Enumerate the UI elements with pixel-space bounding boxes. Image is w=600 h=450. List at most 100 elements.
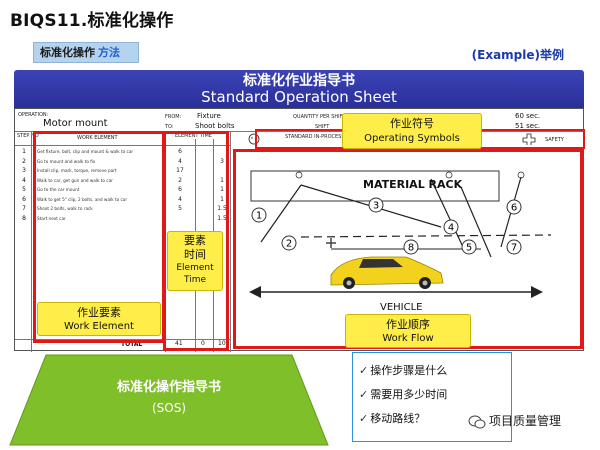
question-text: 移动路线？ bbox=[370, 412, 426, 425]
section-tag-method: 方法 bbox=[98, 46, 120, 59]
operation-sheet: OPERATION: Motor mount FROM: Fixture TO:… bbox=[14, 108, 585, 352]
work-element-row: Walk to car, get gun and walk to car bbox=[37, 177, 113, 183]
safety-cross-icon bbox=[522, 133, 536, 145]
operating-symbols-en: Operating Symbols bbox=[364, 133, 460, 144]
rack-symbol-icon bbox=[445, 171, 453, 179]
question-item: ✓需要用多少时间 bbox=[359, 383, 511, 407]
element-time-label: 要素 时间 Element Time bbox=[167, 231, 223, 291]
step-number: 8 bbox=[22, 214, 26, 222]
flow-step-circle bbox=[443, 219, 459, 235]
flow-step-number: 3 bbox=[373, 201, 379, 212]
flow-step-number: 1 bbox=[256, 211, 262, 222]
time-cell: 4 bbox=[178, 195, 182, 203]
flow-step-circle bbox=[506, 239, 522, 255]
step-number: 4 bbox=[22, 176, 26, 184]
time-cell: 1.5 bbox=[217, 205, 227, 212]
element-time-col-2: 3 1 1 1 1.5 1.5 bbox=[214, 147, 230, 223]
element-time-col-1: 6 4 17 2 6 4 5 bbox=[167, 147, 193, 223]
step-number: 1 bbox=[22, 148, 26, 155]
sos-title-cn: 标准化操作指导书 bbox=[116, 380, 221, 395]
from-label: FROM: bbox=[165, 114, 182, 120]
work-flow-diagram: 1 2 3 4 5 6 7 8 bbox=[249, 170, 552, 298]
work-element-row: Shoot 2 bolts, walk to rack bbox=[37, 206, 93, 211]
work-element-header: WORK ELEMENT bbox=[77, 135, 118, 141]
takt-value: 60 sec. bbox=[515, 112, 541, 120]
rack-symbol-icon bbox=[295, 171, 303, 179]
time-cell: 1 bbox=[220, 195, 224, 203]
flow-step-circle bbox=[368, 197, 384, 213]
banner-title-cn: 标准化作业指导书 bbox=[243, 73, 355, 89]
watermark: 项目质量管理 bbox=[468, 412, 561, 429]
watermark-text: 项目质量管理 bbox=[489, 414, 562, 428]
flow-step-number: 6 bbox=[511, 203, 517, 214]
step-number: 5 bbox=[22, 186, 26, 193]
question-item: ✓操作步骤是什么 bbox=[359, 359, 511, 383]
element-time-header: ELEMENT TIME bbox=[175, 133, 212, 139]
work-flow-en: Work Flow bbox=[382, 333, 434, 344]
total-label: TOTAL bbox=[121, 341, 143, 348]
operating-symbols-cn: 作业符号 bbox=[390, 117, 434, 130]
standard-wip-label: STANDARD IN-PROCESS STOCK bbox=[285, 134, 364, 140]
sos-trapezoid bbox=[9, 354, 329, 446]
flow-step-number: 7 bbox=[511, 243, 517, 254]
total-2: 0 bbox=[201, 340, 205, 347]
flow-step-circle bbox=[461, 239, 477, 255]
work-element-row: Go to mount and walk to fix bbox=[37, 158, 96, 164]
work-element-cn: 作业要素 bbox=[77, 306, 121, 319]
element-time-en1: Element bbox=[176, 263, 214, 273]
operation-value: Motor mount bbox=[43, 118, 108, 129]
time-cell: 2 bbox=[178, 176, 182, 184]
work-element-list: Get fixture, bolt, clip and mount & walk… bbox=[37, 147, 167, 223]
total-1: 41 bbox=[175, 340, 183, 347]
work-element-en: Work Element bbox=[64, 321, 134, 332]
slide-title: BIQS11.标准化操作 bbox=[10, 11, 174, 31]
example-label: (Example)举例 bbox=[471, 48, 564, 62]
flow-arrow bbox=[300, 234, 552, 238]
to-value: Shoot bolts bbox=[195, 122, 235, 130]
step-number: 7 bbox=[22, 205, 26, 212]
vehicle-arrow-tail bbox=[249, 286, 261, 298]
sheet-banner: 标准化作业指导书 Standard Operation Sheet bbox=[14, 70, 584, 108]
material-rack-label: MATERIAL RACK bbox=[363, 178, 463, 191]
to-label: TO: bbox=[165, 124, 174, 130]
question-text: 操作步骤是什么 bbox=[370, 364, 448, 377]
operation-label: OPERATION: bbox=[18, 112, 49, 118]
total-3: 10 bbox=[218, 340, 226, 347]
check-icon: ✓ bbox=[359, 412, 369, 425]
element-time-cn1: 要素 bbox=[184, 234, 206, 247]
flow-arrow bbox=[260, 184, 302, 243]
time-cell: 17 bbox=[176, 167, 184, 174]
qty-label: QUANTITY PER SHIFT bbox=[293, 114, 346, 120]
cycle-value: 51 sec. bbox=[515, 122, 541, 130]
work-element-label: 作业要素 Work Element bbox=[37, 302, 161, 336]
sos-title-en: (SOS) bbox=[151, 401, 187, 415]
section-tag: 标准化操作方法 bbox=[33, 42, 139, 63]
time-cell: 6 bbox=[178, 186, 182, 193]
time-cell: 3 bbox=[220, 157, 224, 165]
work-element-row: Get fixture, bolt, clip and mount & walk… bbox=[37, 149, 134, 154]
flow-step-number: 8 bbox=[408, 243, 414, 254]
work-flow-label: 作业顺序 Work Flow bbox=[345, 314, 471, 348]
time-cell: 5 bbox=[178, 205, 182, 212]
time-cell: 6 bbox=[178, 148, 182, 155]
flow-step-number: 2 bbox=[286, 239, 292, 250]
step-number: 2 bbox=[22, 157, 26, 165]
step-header: STEP NO bbox=[17, 133, 39, 139]
element-time-cn2: 时间 bbox=[184, 248, 206, 261]
operating-symbols-label: 作业符号 Operating Symbols bbox=[342, 113, 482, 149]
time-cell: 4 bbox=[178, 157, 182, 165]
time-cell: 1.5 bbox=[217, 214, 227, 222]
question-text: 需要用多少时间 bbox=[370, 388, 448, 401]
time-cell: 1 bbox=[220, 176, 224, 184]
vehicle-car-image bbox=[330, 256, 444, 289]
shift-label: SHIFT bbox=[315, 124, 330, 130]
flow-step-circle bbox=[403, 239, 419, 255]
step-number: 3 bbox=[22, 167, 26, 174]
safety-label: SAFETY bbox=[545, 137, 564, 143]
vehicle-label: VEHICLE bbox=[380, 302, 423, 313]
flow-step-number: 5 bbox=[466, 243, 472, 254]
flow-step-circle bbox=[251, 207, 267, 223]
flow-step-circle bbox=[506, 199, 522, 215]
wechat-icon bbox=[468, 415, 486, 428]
flow-step-number: 4 bbox=[448, 223, 454, 234]
